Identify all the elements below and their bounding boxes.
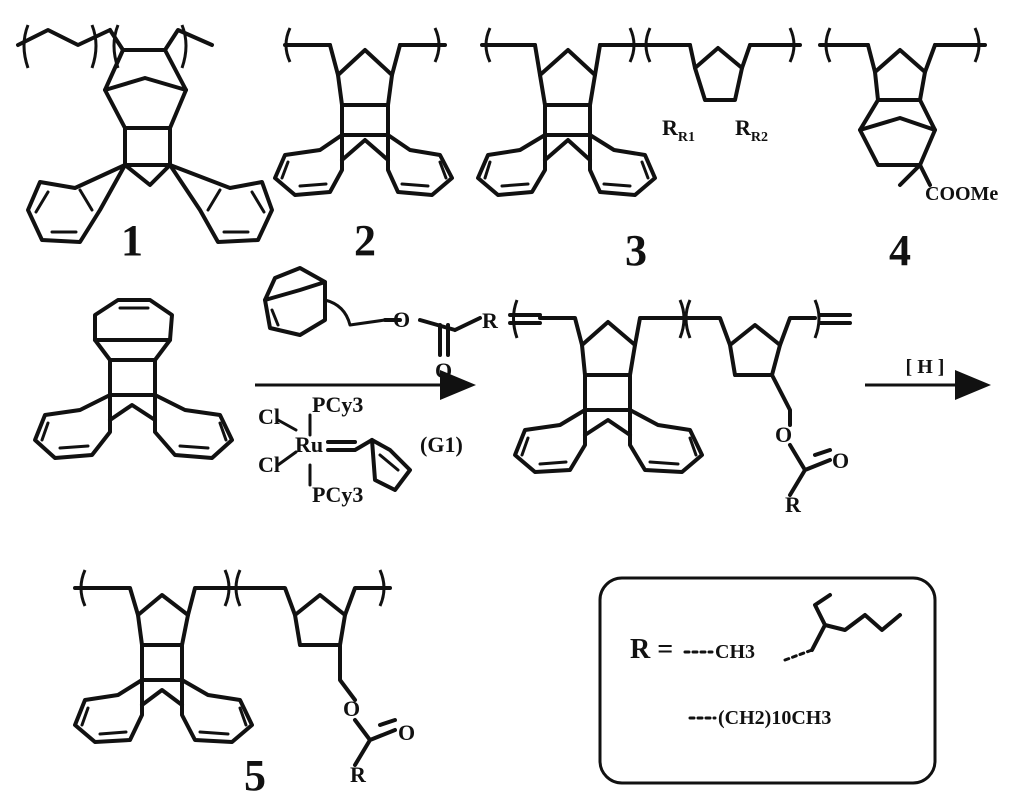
compound-5-carbonyl-oxygen: O xyxy=(398,720,415,745)
substituent-coome: COOMe xyxy=(925,183,998,205)
pcy3-bottom: PCy3 xyxy=(312,482,363,507)
catalyst-name: (G1) xyxy=(420,432,463,457)
compound-1-structure xyxy=(16,24,274,244)
compound-5-label: 5 xyxy=(244,751,266,799)
compound-3-label: 3 xyxy=(625,226,647,275)
hydrogenation-label: [ H ] xyxy=(906,356,945,378)
compound-5-r-group: R xyxy=(350,762,367,787)
product-r-group: R xyxy=(785,492,802,517)
r-group: R xyxy=(482,308,499,333)
substituent-r2: RR2 xyxy=(735,115,768,145)
ester-oxygen: O xyxy=(393,307,410,332)
compound-2-structure xyxy=(273,27,454,197)
grubbs-catalyst xyxy=(276,413,412,492)
compound-3-structure xyxy=(476,27,802,197)
substituent-r1: RR1 xyxy=(662,115,695,145)
legend-dodecyl: (CH2)10CH3 xyxy=(718,707,831,729)
compound-4-label: 4 xyxy=(889,226,911,275)
r-group-legend-box xyxy=(598,576,937,785)
carbonyl-oxygen: O xyxy=(435,358,452,383)
compound-5-ester-oxygen: O xyxy=(343,696,360,721)
compound-4-structure xyxy=(818,27,987,187)
ethylhexyl-structure xyxy=(783,593,902,662)
legend-ch3: CH3 xyxy=(715,641,755,663)
pcy3-top: PCy3 xyxy=(312,392,363,417)
compound-5-structure xyxy=(73,569,397,767)
compound-1-label: 1 xyxy=(121,216,143,265)
norbornene-ester-monomer xyxy=(263,266,482,357)
chloride-top: Cl xyxy=(258,404,280,429)
starting-monomer xyxy=(33,298,234,460)
product-carbonyl-oxygen: O xyxy=(832,448,849,473)
compound-2-label: 2 xyxy=(354,216,376,265)
legend-r-label: R = xyxy=(630,634,673,665)
chloride-bottom: Cl xyxy=(258,452,280,477)
product-ester-oxygen: O xyxy=(775,422,792,447)
ruthenium: Ru xyxy=(295,432,323,457)
romp-product xyxy=(508,299,852,497)
